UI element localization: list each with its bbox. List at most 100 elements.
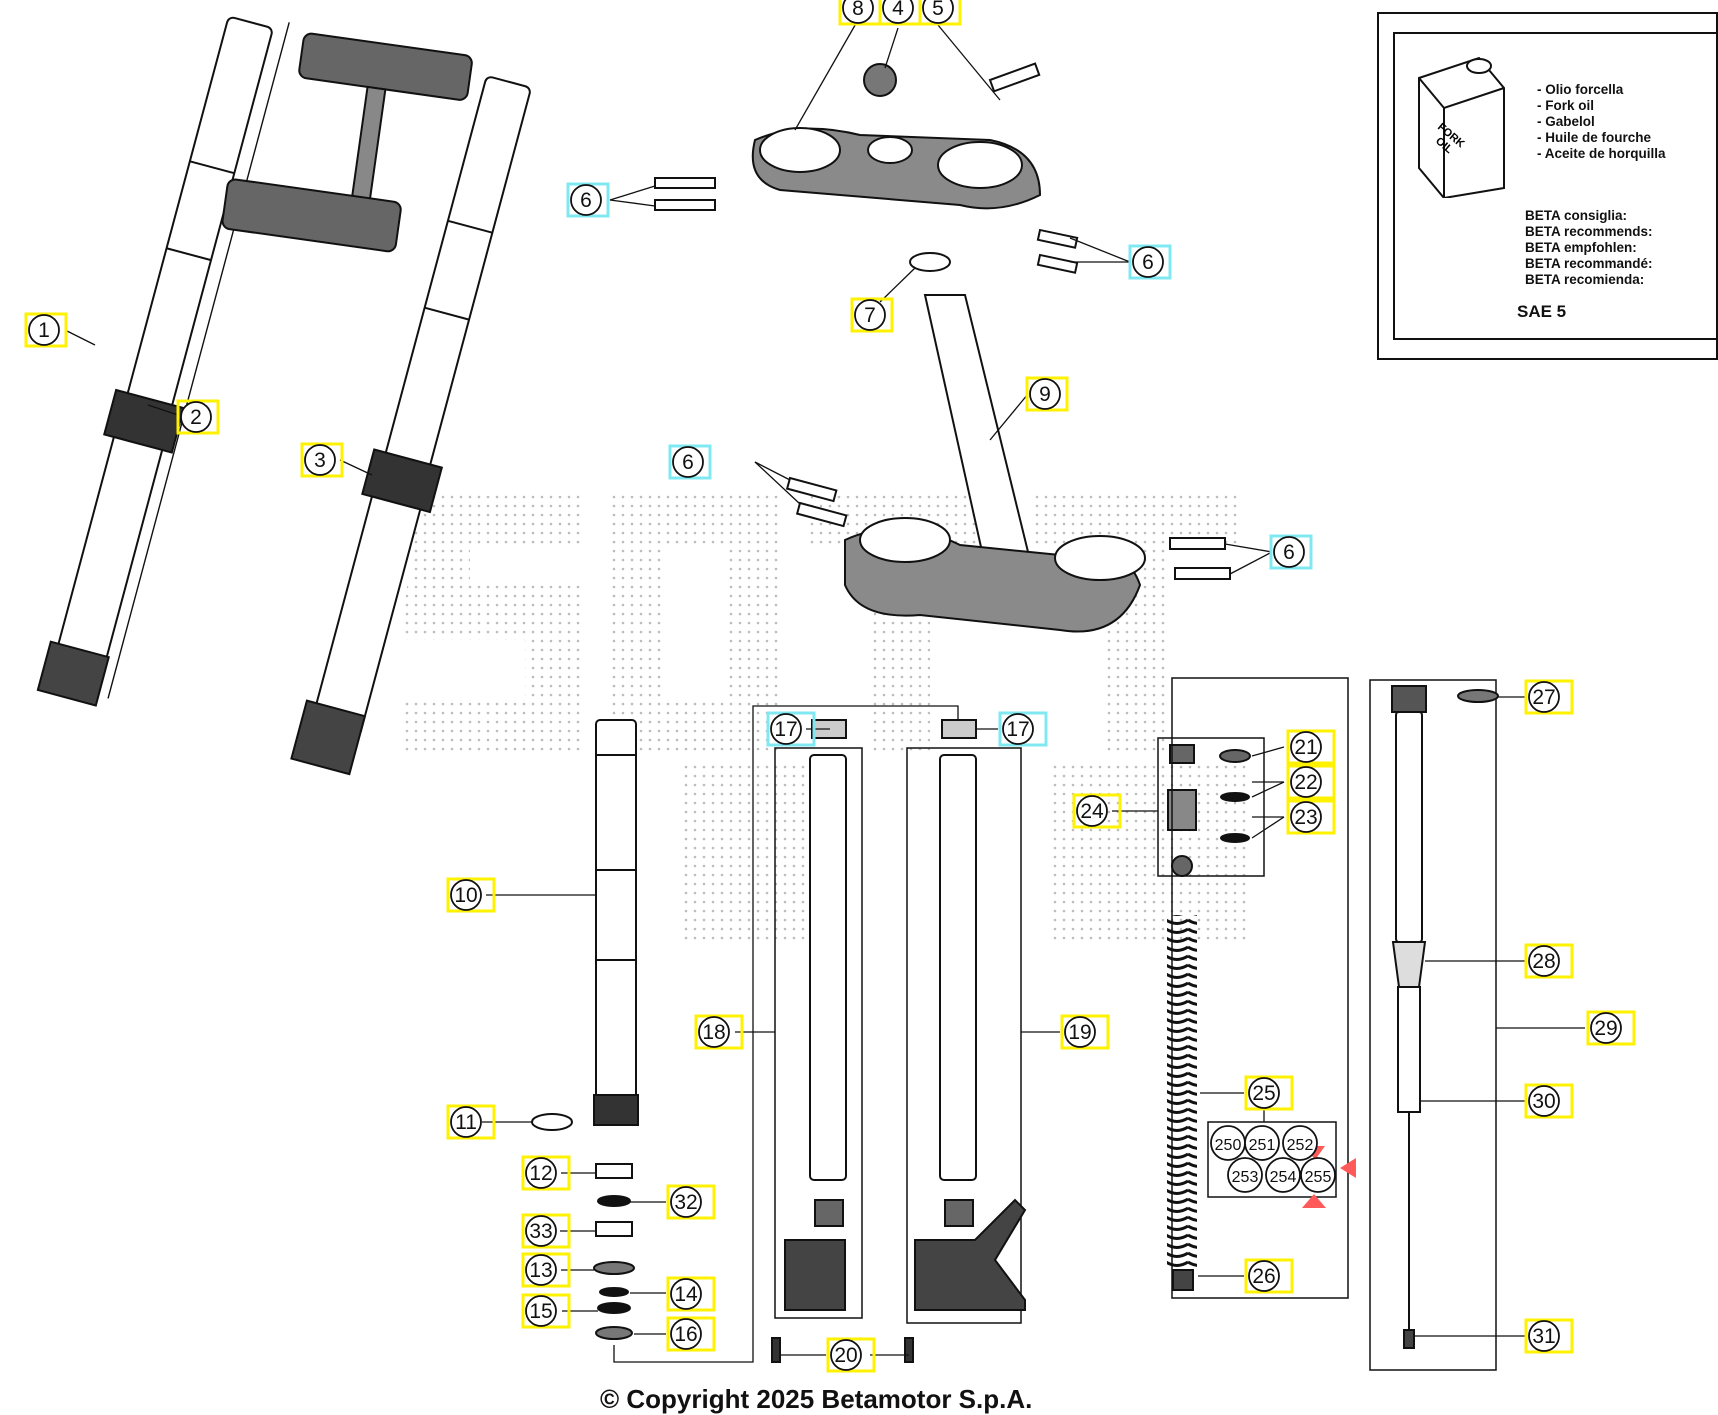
callout-13[interactable]: 13 (521, 1252, 571, 1288)
callout-highlight (24, 312, 68, 348)
recommend-en: BETA recommends: (1525, 224, 1653, 239)
callout-12[interactable]: 12 (521, 1155, 571, 1191)
callout-number: 26 (1252, 1265, 1275, 1288)
callout-number: 5 (932, 0, 944, 20)
callout-1[interactable]: 1 (24, 312, 68, 348)
callout-circle (1290, 801, 1322, 833)
callout-17[interactable]: 17 (766, 711, 816, 747)
callout-21[interactable]: 21 (1286, 729, 1336, 765)
callout-number: 18 (702, 1021, 725, 1044)
callout-14[interactable]: 14 (666, 1276, 716, 1312)
callout-highlight (694, 1014, 744, 1050)
cartridge-valve (1157, 737, 1265, 877)
callout-highlight (666, 1184, 716, 1220)
callout-26[interactable]: 26 (1244, 1258, 1294, 1294)
callout-9[interactable]: 9 (1025, 376, 1069, 412)
callout-circle (882, 0, 914, 24)
oil-name-en: - Fork oil (1537, 98, 1594, 113)
callout-251[interactable]: 251 (1244, 1125, 1280, 1161)
callout-circle (450, 879, 482, 911)
callout-253[interactable]: 253 (1227, 1157, 1263, 1193)
callout-27[interactable]: 27 (1524, 679, 1574, 715)
callout-number: 253 (1232, 1169, 1259, 1186)
callout-highlight (1286, 729, 1336, 765)
callout-highlight (1072, 793, 1122, 829)
callout-circle (525, 1215, 557, 1247)
callout-highlight (1524, 679, 1574, 715)
callout-number: 2 (190, 406, 202, 429)
callout-circle (1273, 536, 1305, 568)
callout-30[interactable]: 30 (1524, 1083, 1574, 1119)
bleed-screws (771, 1337, 914, 1363)
callout-24[interactable]: 24 (1072, 793, 1122, 829)
callout-number: 6 (1283, 541, 1295, 564)
callout-highlight (766, 711, 816, 747)
callout-15[interactable]: 15 (521, 1293, 571, 1329)
callout-circle (670, 1278, 702, 1310)
callout-19[interactable]: 19 (1060, 1014, 1110, 1050)
callout-29[interactable]: 29 (1586, 1010, 1636, 1046)
callout-5[interactable]: 5 (918, 0, 962, 26)
callout-number: 25 (1252, 1082, 1275, 1105)
fork-oil-info-box: FORK OIL - Olio forcella - Fork oil - Ga… (1377, 12, 1718, 360)
callout-number: 16 (674, 1323, 697, 1346)
callout-circle (1590, 1012, 1622, 1044)
callout-number: 32 (674, 1191, 697, 1214)
callout-circle (570, 184, 602, 216)
callout-7[interactable]: 7 (850, 297, 894, 333)
callout-20[interactable]: 20 (826, 1337, 876, 1373)
callout-17[interactable]: 17 (998, 711, 1048, 747)
callout-8[interactable]: 8 (838, 0, 882, 26)
callout-circle (1029, 378, 1061, 410)
oil-name-es: - Aceite de horquilla (1537, 146, 1666, 161)
callout-highlight (826, 1337, 876, 1373)
callout-highlight (1286, 764, 1336, 800)
callout-6[interactable]: 6 (1128, 244, 1172, 280)
callout-highlight (521, 1293, 571, 1329)
callout-circle (1265, 1157, 1301, 1193)
callout-number: 250 (1215, 1137, 1242, 1154)
callout-circle (450, 1106, 482, 1138)
callout-32[interactable]: 32 (666, 1184, 716, 1220)
callout-number: 33 (529, 1220, 552, 1243)
copyright-notice: © Copyright 2025 Betamotor S.p.A. (600, 1384, 1033, 1414)
callout-6[interactable]: 6 (1269, 534, 1313, 570)
callout-250[interactable]: 250 (1210, 1125, 1246, 1161)
callout-number: 4 (892, 0, 904, 20)
callout-3[interactable]: 3 (300, 442, 344, 478)
callout-25[interactable]: 25 (1244, 1075, 1294, 1111)
callout-number: 27 (1532, 686, 1555, 709)
callout-4[interactable]: 4 (878, 0, 922, 26)
callout-number: 24 (1080, 800, 1104, 823)
callout-33[interactable]: 33 (521, 1213, 571, 1249)
callout-circle (1282, 1125, 1318, 1161)
callout-circle (1300, 1157, 1336, 1193)
callout-22[interactable]: 22 (1286, 764, 1336, 800)
callout-circle (854, 299, 886, 331)
callout-circle (670, 1318, 702, 1350)
callout-252[interactable]: 252 (1282, 1125, 1318, 1161)
callout-circle (525, 1295, 557, 1327)
callout-highlight (1524, 1083, 1574, 1119)
callout-10[interactable]: 10 (446, 877, 496, 913)
callout-255[interactable]: 255 (1300, 1157, 1336, 1193)
callout-circle (1244, 1125, 1280, 1161)
callout-254[interactable]: 254 (1265, 1157, 1301, 1193)
callout-highlight (838, 0, 882, 26)
callout-highlight (666, 1316, 716, 1352)
callout-highlight (1244, 1075, 1294, 1111)
callout-6[interactable]: 6 (668, 444, 712, 480)
callout-18[interactable]: 18 (694, 1014, 744, 1050)
callout-6[interactable]: 6 (566, 182, 610, 218)
callout-11[interactable]: 11 (446, 1104, 496, 1140)
callout-number: 31 (1532, 1325, 1555, 1348)
callout-28[interactable]: 28 (1524, 943, 1574, 979)
callout-circle (670, 1186, 702, 1218)
callout-31[interactable]: 31 (1524, 1318, 1574, 1354)
callout-23[interactable]: 23 (1286, 799, 1336, 835)
seal-stack (531, 1113, 635, 1340)
callout-2[interactable]: 2 (176, 399, 220, 435)
callout-circle (525, 1254, 557, 1286)
callout-highlight (998, 711, 1048, 747)
callout-16[interactable]: 16 (666, 1316, 716, 1352)
